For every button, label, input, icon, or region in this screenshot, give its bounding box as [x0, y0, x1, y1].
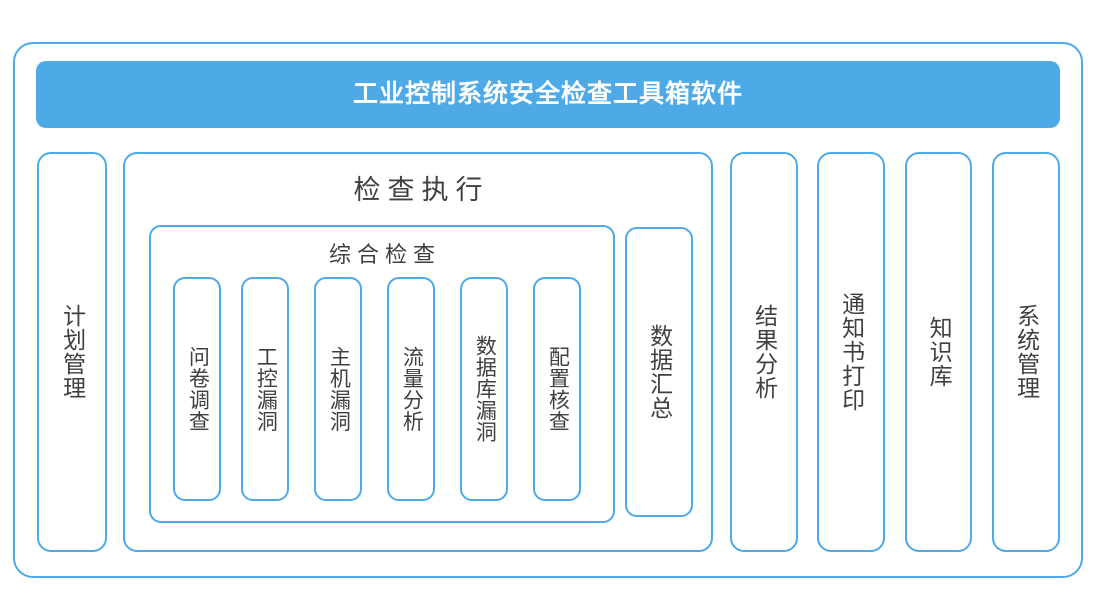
module-questionnaire-survey-label: 问卷调查	[186, 346, 210, 432]
module-data-summary-label: 数据汇总	[646, 324, 673, 420]
module-knowledge-base-label: 知识库	[926, 316, 953, 388]
module-notice-printing-label: 通知书打印	[838, 292, 865, 412]
module-configuration-check-label: 配置核查	[546, 346, 570, 432]
module-inspection-execution[interactable]: 检查执行 综合检查 问卷调查 工控漏洞 主机漏洞 流量分析 数据库漏洞 配置核查	[123, 152, 713, 552]
module-ics-vulnerability-label: 工控漏洞	[254, 346, 278, 432]
module-configuration-check[interactable]: 配置核查	[533, 277, 581, 501]
inspection-execution-heading: 检查执行	[353, 175, 490, 205]
module-database-vulnerability-label: 数据库漏洞	[473, 335, 497, 443]
module-ics-vulnerability[interactable]: 工控漏洞	[241, 277, 289, 501]
module-plan-management[interactable]: 计划管理	[37, 152, 107, 552]
module-system-management[interactable]: 系统管理	[992, 152, 1060, 552]
module-host-vulnerability-label: 主机漏洞	[327, 346, 351, 432]
module-knowledge-base[interactable]: 知识库	[905, 152, 972, 552]
module-result-analysis[interactable]: 结果分析	[730, 152, 798, 552]
module-traffic-analysis[interactable]: 流量分析	[387, 277, 435, 501]
group-comprehensive-inspection[interactable]: 综合检查 问卷调查 工控漏洞 主机漏洞 流量分析 数据库漏洞 配置核查	[149, 225, 615, 523]
module-questionnaire-survey[interactable]: 问卷调查	[173, 277, 221, 501]
comprehensive-inspection-heading: 综合检查	[328, 242, 441, 267]
module-host-vulnerability[interactable]: 主机漏洞	[314, 277, 362, 501]
module-database-vulnerability[interactable]: 数据库漏洞	[460, 277, 508, 501]
application-title-bar: 工业控制系统安全检查工具箱软件	[36, 61, 1060, 128]
module-notice-printing[interactable]: 通知书打印	[817, 152, 885, 552]
module-system-management-label: 系统管理	[1013, 304, 1040, 400]
module-result-analysis-label: 结果分析	[751, 304, 778, 400]
module-plan-management-label: 计划管理	[59, 304, 86, 400]
page-title: 工业控制系统安全检查工具箱软件	[352, 80, 743, 108]
module-data-summary[interactable]: 数据汇总	[625, 227, 693, 517]
module-traffic-analysis-label: 流量分析	[400, 346, 424, 432]
